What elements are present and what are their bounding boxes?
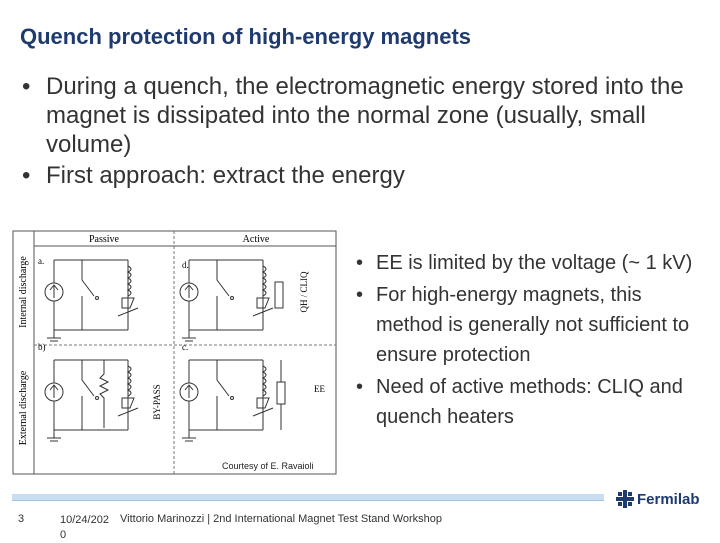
circuit-stroke [252,307,274,317]
circuit-stroke [256,397,270,409]
col-label-active: Active [243,234,270,245]
circuit-stroke [216,260,230,330]
panel-label-b: b) [38,342,46,352]
fermilab-logo-icon [616,490,634,508]
side-bullet-list: • EE is limited by the voltage (~ 1 kV) •… [338,248,713,434]
bullet-text: First approach: extract the energy [46,162,405,189]
circuit-stroke [117,307,139,317]
circuit-stroke [81,360,95,430]
circuit-stroke [126,365,132,397]
bullet-dot: • [356,284,364,306]
circuit-stroke [95,296,99,300]
row-label-internal: Internal discharge [18,256,29,328]
circuit-stroke [230,296,234,300]
circuit-diagrams [44,259,286,442]
circuit-stroke [121,397,135,409]
footer-date: 10/24/2020 [60,514,109,541]
circuit-stroke [121,297,135,309]
bullet-dot: • [356,376,364,398]
panel-label-a: a. [38,256,44,266]
circuit-stroke [276,381,286,405]
panel-label-c: c. [182,342,188,352]
circuit-stroke [261,265,267,297]
slide-title: Quench protection of high-energy magnets [20,24,472,49]
circuit-stroke [252,407,274,417]
bullet-item: • During a quench, the electromagnetic en… [22,72,702,159]
side-bullet-item: • Need of active methods: CLIQ and quench… [338,372,713,432]
circuit-stroke [49,284,59,298]
circuit-stroke [274,281,284,309]
circuit-stroke [126,265,132,297]
side-bullet-item: • EE is limited by the voltage (~ 1 kV) [338,248,713,278]
figure-credit: Courtesy of E. Ravaioli [220,461,316,471]
label-ee: EE [314,384,325,394]
main-bullet-list: • During a quench, the electromagnetic en… [22,72,702,192]
circuit-stroke [117,407,139,417]
circuit-stroke [184,284,194,298]
row-label-external: External discharge [18,370,29,445]
bullet-dot: • [356,252,364,274]
circuit-stroke [261,365,267,397]
footer-bar [12,494,604,500]
side-bullet-text: Need of active methods: CLIQ and quench … [376,376,683,428]
side-bullet-item: • For high-energy magnets, this method is… [338,280,713,370]
bullet-text: During a quench, the electromagnetic ene… [46,73,684,158]
circuit-stroke [256,297,270,309]
logo-text: Fermilab [637,490,700,508]
circuit-stroke [49,384,59,398]
bullet-item: • First approach: extract the energy [22,161,702,190]
circuit-stroke [98,360,110,428]
footer-divider [12,500,604,501]
fermilab-logo: Fermilab [616,490,700,508]
footer-text: Vittorio Marinozzi | 2nd International M… [120,513,443,525]
circuit-stroke [184,384,194,398]
page-number: 3 [18,513,25,525]
side-bullet-text: EE is limited by the voltage (~ 1 kV) [376,252,693,274]
col-label-passive: Passive [89,234,120,245]
protection-schemes-figure: Passive Active Internal discharge Extern… [12,230,337,475]
panel-label-d: d. [182,260,189,270]
circuit-stroke [81,260,95,330]
bullet-dot: • [22,73,31,100]
label-qh-cliq: QH / CLIQ [299,271,309,312]
circuit-stroke [216,360,230,430]
side-bullet-text: For high-energy magnets, this method is … [376,284,690,366]
bullet-dot: • [22,162,31,189]
circuit-stroke [95,396,99,400]
label-bypass: BY-PASS [152,384,162,419]
circuit-stroke [230,396,234,400]
